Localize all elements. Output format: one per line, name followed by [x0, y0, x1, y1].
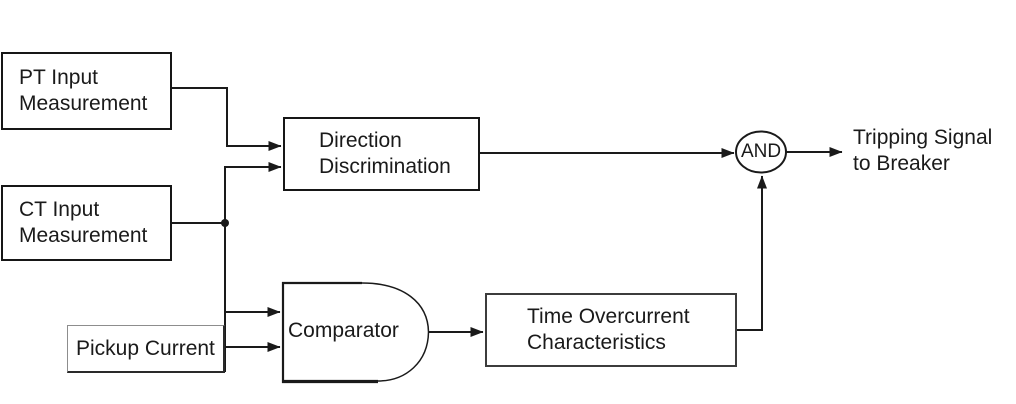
- wire-pt-to-direction: [172, 87, 282, 151]
- and-gate-ellipse: [735, 130, 787, 174]
- time-overcurrent-box: Time Overcurrent Characteristics: [485, 293, 737, 367]
- and-gate-label: AND: [740, 141, 782, 162]
- direction-discrimination-box: Direction Discrimination: [283, 117, 480, 191]
- comparator-label: Comparator: [288, 319, 399, 342]
- tripping-signal-line2: to Breaker: [853, 152, 950, 175]
- pt-input-label-line1: PT Input: [19, 66, 98, 89]
- direction-label-line2: Discrimination: [319, 155, 451, 178]
- pickup-current-box: Pickup Current: [67, 325, 225, 373]
- wire-ct-to-direction: [224, 162, 282, 224]
- toc-label-line1: Time Overcurrent: [527, 305, 690, 328]
- ct-input-label-line2: Measurement: [19, 224, 148, 247]
- ct-input-measurement-box: CT Input Measurement: [1, 185, 172, 261]
- tripping-signal-line1: Tripping Signal: [853, 126, 993, 149]
- pt-input-label-line2: Measurement: [19, 92, 148, 115]
- direction-label-line1: Direction: [319, 129, 402, 152]
- wire-toc-to-and: [737, 175, 767, 331]
- ct-input-label-line1: CT Input: [19, 198, 100, 221]
- pt-input-measurement-box: PT Input Measurement: [1, 52, 172, 130]
- pickup-current-label: Pickup Current: [76, 336, 215, 360]
- tripping-signal-label: Tripping Signal to Breaker: [853, 125, 992, 177]
- junction-dot: [221, 219, 229, 227]
- toc-label-line2: Characteristics: [527, 331, 666, 354]
- comparator-shape: [281, 281, 430, 384]
